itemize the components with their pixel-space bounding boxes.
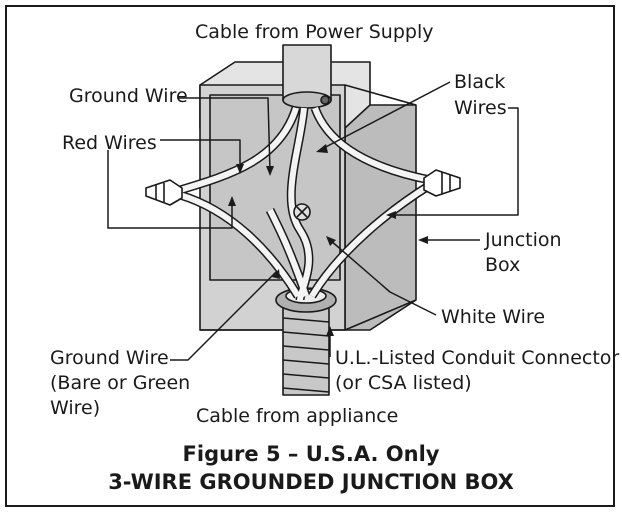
leader-red bbox=[160, 139, 241, 170]
label-ground-wire-bottom-2: (Bare or Green bbox=[50, 372, 191, 394]
figure-caption-line2: 3-WIRE GROUNDED JUNCTION BOX bbox=[108, 470, 514, 494]
wire-nut-left bbox=[145, 179, 183, 206]
label-cable-power: Cable from Power Supply bbox=[195, 21, 434, 43]
label-ground-wire-top: Ground Wire bbox=[69, 85, 188, 107]
label-junction-box-2: Box bbox=[485, 254, 521, 276]
label-black-wires-2: Wires bbox=[454, 97, 507, 119]
figure-caption-line1: Figure 5 – U.S.A. Only bbox=[182, 442, 440, 466]
leader-black bbox=[319, 81, 451, 151]
wire-nut-right bbox=[423, 169, 461, 197]
label-conduit-connector-1: U.L.-Listed Conduit Connector bbox=[335, 347, 620, 369]
label-cable-appliance: Cable from appliance bbox=[196, 405, 399, 427]
leader-white bbox=[329, 239, 437, 316]
leader-red-2 bbox=[107, 150, 233, 229]
leader-ground-bottom bbox=[170, 271, 277, 361]
label-ground-wire-bottom-3: Wire) bbox=[50, 397, 101, 419]
leader-black-2 bbox=[390, 107, 519, 216]
flex-conduit bbox=[282, 299, 330, 396]
leader-ground-top bbox=[178, 97, 271, 173]
label-white-wire: White Wire bbox=[441, 306, 546, 328]
power-conduit bbox=[282, 44, 332, 101]
label-conduit-connector-2: (or CSA listed) bbox=[335, 372, 472, 394]
label-red-wires: Red Wires bbox=[62, 132, 157, 154]
label-junction-box-1: Junction bbox=[485, 229, 562, 251]
conduit-screw bbox=[320, 95, 330, 105]
label-black-wires-1: Black bbox=[454, 71, 506, 93]
label-ground-wire-bottom-1: Ground Wire bbox=[50, 347, 169, 369]
